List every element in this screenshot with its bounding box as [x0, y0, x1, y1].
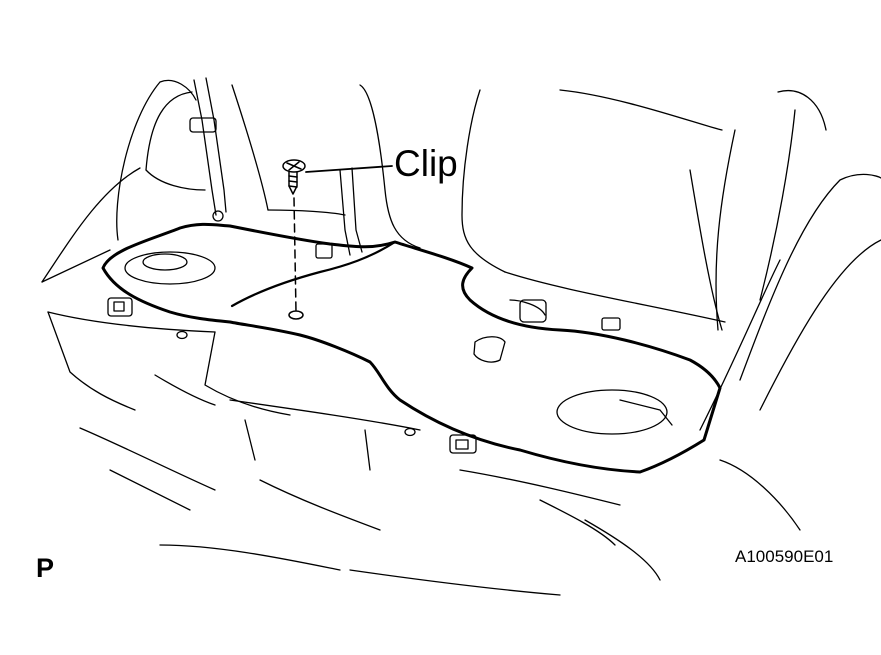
installation-guide-line	[293, 197, 297, 313]
seat-belts	[189, 77, 547, 363]
wheel-house-depressions	[124, 251, 673, 435]
figure-code: A100590E01	[735, 547, 834, 566]
clip-hole	[288, 310, 304, 320]
quarter-trim-panels	[41, 167, 881, 531]
floor-panel	[47, 311, 661, 596]
floor-brackets	[107, 210, 621, 454]
view-mark: P	[36, 553, 55, 583]
floor-carpet-outline	[101, 222, 722, 474]
rear-seat-back	[116, 79, 827, 331]
clip-leader-line	[305, 165, 393, 173]
carpet-step-line	[230, 240, 397, 308]
clip-callout-label: Clip	[394, 143, 458, 184]
clip-fastener	[282, 159, 306, 195]
